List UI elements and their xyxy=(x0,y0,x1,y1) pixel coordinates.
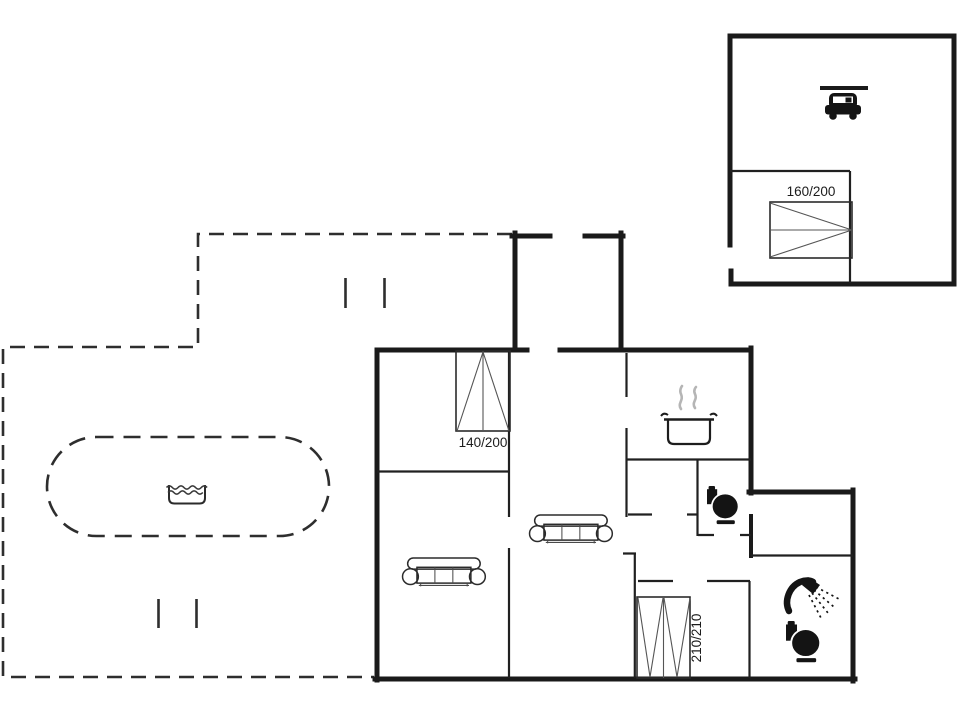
lower-bed-size-label: 210/210 xyxy=(689,614,704,663)
annex-bed-size-label: 160/200 xyxy=(787,184,836,199)
pot-icon xyxy=(660,384,718,446)
wc-room-walls xyxy=(696,459,751,537)
toilet-icon-bathroom xyxy=(785,620,822,664)
annex-double-bed xyxy=(769,201,853,259)
pool-outline xyxy=(45,435,331,538)
car-icon xyxy=(825,93,861,120)
terrace-step-marks-bottom xyxy=(157,599,198,628)
upper-bedroom-bed xyxy=(455,350,511,432)
sofa-icon-living xyxy=(528,514,614,545)
lower-bedroom-bed xyxy=(636,596,691,679)
toilet-icon-wc xyxy=(706,485,740,525)
shower-icon xyxy=(783,577,840,619)
sofa-icon-lounge xyxy=(401,557,487,588)
bedroom2-walls xyxy=(638,579,751,678)
annex-outer-wall xyxy=(727,33,957,287)
water-icon xyxy=(165,485,208,505)
terrace xyxy=(1,232,512,679)
house-left-top-wall xyxy=(374,347,515,683)
terrace-outline xyxy=(1,232,512,679)
annex-building: 160/200 xyxy=(727,33,957,287)
upper-bed-size-label: 140/200 xyxy=(459,435,508,450)
annex-bedroom-wall xyxy=(730,169,852,283)
kitchen-walls xyxy=(625,353,751,517)
main-house: 140/200 210/210 xyxy=(372,230,858,684)
entrance-vestibule xyxy=(509,230,626,353)
terrace-step-marks-top xyxy=(344,278,386,308)
hall-jog-wall xyxy=(623,552,636,678)
